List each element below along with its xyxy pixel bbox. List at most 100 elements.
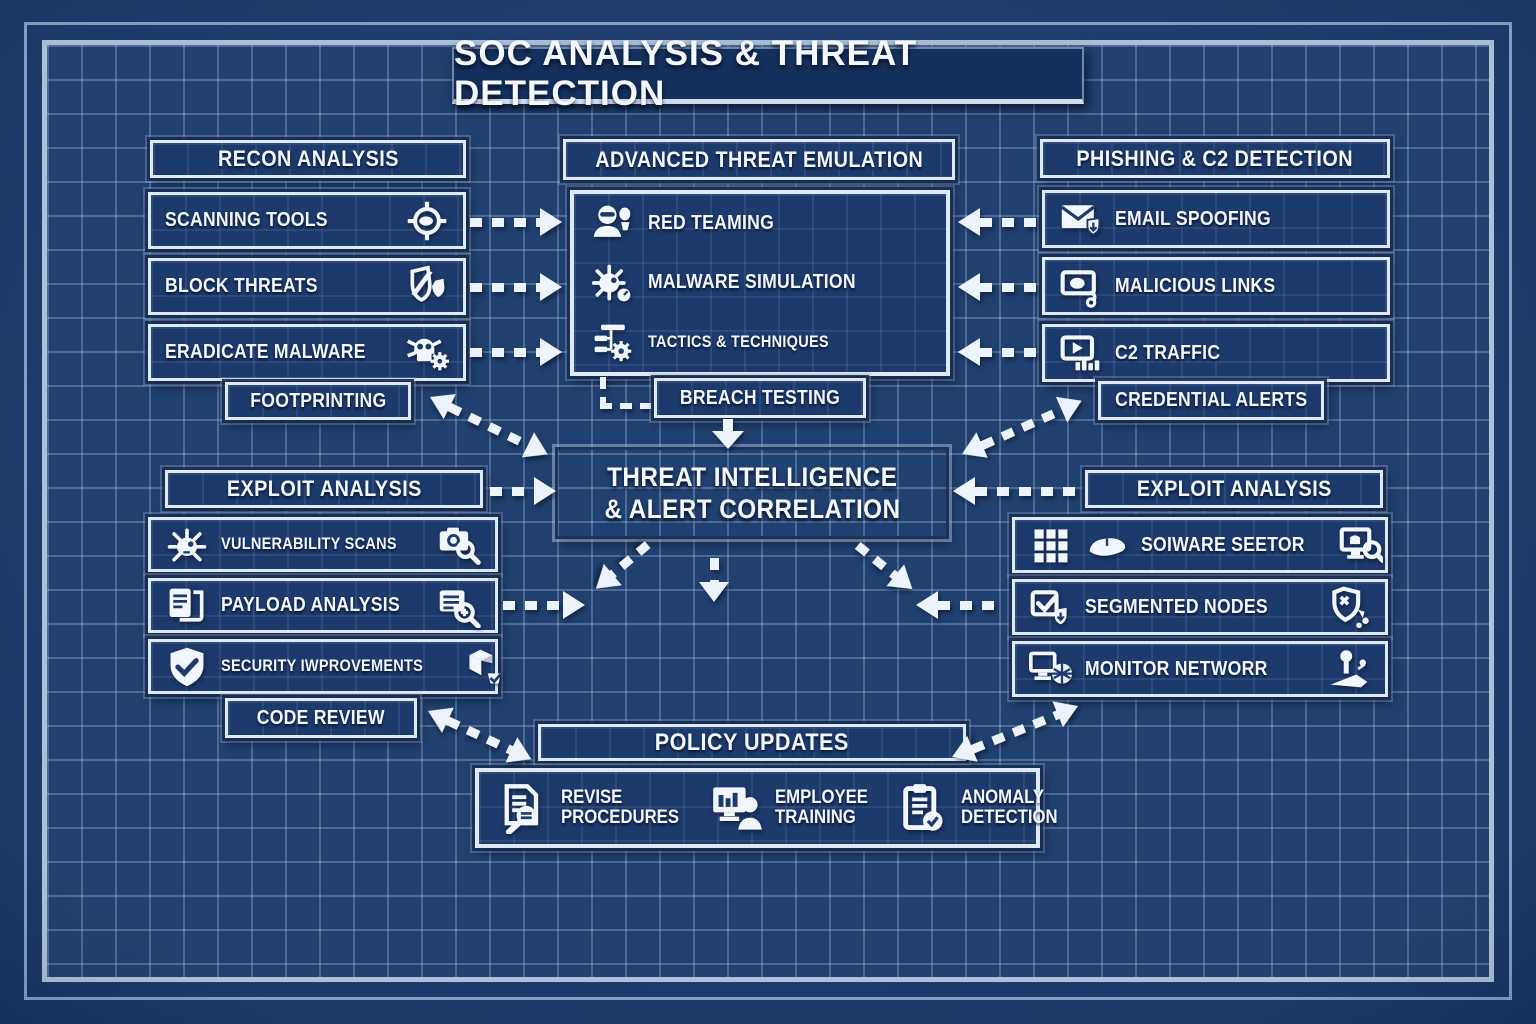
node-label: RED TEAMING <box>648 212 775 235</box>
clipboard-gauge-icon <box>897 782 949 834</box>
doc-search-icon <box>497 782 549 834</box>
hooded-person-icon <box>590 202 634 246</box>
intel-line2: & ALERT CORRELATION <box>603 494 901 524</box>
exploit-right-rows: SOIWARE SEETOR SEGMENTED NODES MONITOR NET… <box>1012 517 1388 697</box>
arrow-segmented-to-center <box>916 591 1000 619</box>
node-block-threats: BLOCK THREATS <box>148 258 466 315</box>
node-vulnerability-scans: VULNERABILITY SCANS <box>148 517 498 572</box>
exploit-right-header: EXPLOIT ANALYSIS <box>1085 470 1383 508</box>
arrow-eradicate-to-emulation <box>470 338 562 366</box>
node-label: MALWARE SIMULATION <box>648 271 856 294</box>
intel-line1: THREAT INTELLIGENCE <box>606 461 898 492</box>
recon-header-label: RECON ANALYSIS <box>217 146 399 171</box>
envelope-shield-icon <box>1059 197 1103 241</box>
image-link-icon <box>1059 264 1103 308</box>
monitor-search-icon <box>1339 523 1384 567</box>
node-malware-simulation: MALWARE SIMULATION <box>574 253 946 312</box>
arrow-spoofing-to-emulation <box>958 208 1042 236</box>
node-scanning-tools: SCANNING TOOLS <box>148 192 466 249</box>
node-malicious-links: MALICIOUS LINKS <box>1042 257 1390 315</box>
arrow-links-to-emulation <box>958 273 1042 301</box>
node-code-review: CODE REVIEW <box>225 698 417 738</box>
node-payload-analysis: PAYLOAD ANALYSIS <box>148 578 498 633</box>
node-security-iwprovements: SECURITY IWPROVEMENTS <box>148 639 502 694</box>
node-email-spoofing: EMAIL SPOOFING <box>1042 190 1390 248</box>
monitor-person-icon <box>711 782 763 834</box>
emulation-box: RED TEAMING MALWARE SIMULATION TACTICS & T… <box>570 190 950 376</box>
documents-icon <box>165 584 209 628</box>
node-footprinting: FOOTPRINTING <box>225 382 411 420</box>
skull-gear-icon <box>405 331 450 375</box>
exploit-left-header: EXPLOIT ANALYSIS <box>165 470 483 508</box>
node-label: PAYLOAD ANALYSIS <box>221 594 400 616</box>
node-label: SEGMENTED NODES <box>1085 595 1268 618</box>
emulation-header-label: ADVANCED THREAT EMULATION <box>594 146 924 172</box>
node-label: TACTICS & TECHNIQUES <box>648 332 829 351</box>
monitor-globe-icon <box>1029 647 1073 691</box>
node-segmented-nodes: SEGMENTED NODES <box>1012 579 1388 635</box>
exploit-right-header-label: EXPLOIT ANALYSIS <box>1136 476 1332 501</box>
node-label: EMAIL SPOOFING <box>1115 207 1271 230</box>
node-label: SECURITY IWPROVEMENTS <box>221 657 424 675</box>
policy-header: POLICY UPDATES <box>538 724 966 761</box>
recon-rows: SCANNING TOOLS BLOCK THREATS ERADICATE MAL… <box>148 192 466 381</box>
flowchart-gear-icon <box>590 320 634 364</box>
camera-magnifier-icon <box>437 523 481 567</box>
node-label: CREDENTIAL ALERTS <box>1114 389 1308 411</box>
arrow-intel-down <box>699 558 729 602</box>
checkbox-shield-icon <box>1029 585 1073 629</box>
node-label: CODE REVIEW <box>256 706 386 729</box>
node-label: MALICIOUS LINKS <box>1115 274 1276 297</box>
node-label: BREACH TESTING <box>679 386 841 409</box>
node-tactics-techniques: TACTICS & TECHNIQUES <box>574 313 946 372</box>
package-check-icon <box>463 645 507 689</box>
shield-slash-icon <box>405 264 449 309</box>
emulation-header: ADVANCED THREAT EMULATION <box>563 139 955 180</box>
phishing-header-label: PHISHING & C2 DETECTION <box>1076 145 1354 171</box>
node-c2-traffic: C2 TRAFFIC <box>1042 324 1390 382</box>
malware-bug-icon <box>590 261 634 305</box>
node-eradicate-malware: ERADICATE MALWARE <box>148 324 466 381</box>
phishing-rows: EMAIL SPOOFING MALICIOUS LINKS C2 TRAFFIC <box>1042 190 1390 382</box>
phishing-header: PHISHING & C2 DETECTION <box>1040 139 1390 178</box>
node-label: MONITOR NETWORR <box>1085 657 1268 680</box>
arrow-scanning-to-emulation <box>470 208 562 236</box>
node-credential-alerts: CREDENTIAL ALERTS <box>1098 381 1324 420</box>
node-label: SOIWARE SEETOR <box>1141 533 1305 556</box>
joystick-icon <box>1327 647 1371 691</box>
node-breach-testing: BREACH TESTING <box>654 378 866 418</box>
node-red-teaming: RED TEAMING <box>574 194 946 253</box>
doc-magnifier-icon <box>437 584 481 628</box>
exploit-left-rows: VULNERABILITY SCANS PAYLOAD ANALYSIS SECUR… <box>148 517 502 694</box>
exploit-left-header-label: EXPLOIT ANALYSIS <box>226 476 422 501</box>
arrow-exploitright-to-intel <box>953 477 1075 505</box>
node-label: SCANNING TOOLS <box>165 209 328 231</box>
shield-check-icon <box>165 645 209 689</box>
grid-keypad-icon <box>1029 523 1073 567</box>
arrow-breach-to-intel <box>710 419 746 454</box>
node-label: FOOTPRINTING <box>249 389 387 412</box>
page-title: SOC ANALYSIS & THREAT DETECTION <box>452 34 1084 113</box>
connector-bracket <box>600 377 652 409</box>
mouse-icon <box>1085 523 1129 567</box>
spiky-bug-icon <box>165 523 209 567</box>
node-label: C2 TRAFFIC <box>1115 341 1221 364</box>
node-label: BLOCK THREATS <box>165 275 318 297</box>
recon-header: RECON ANALYSIS <box>150 140 466 178</box>
node-soiware-seetor: SOIWARE SEETOR <box>1012 517 1388 573</box>
node-label: VULNERABILITY SCANS <box>221 535 397 553</box>
policy-header-label: POLICY UPDATES <box>655 728 849 756</box>
media-volume-icon <box>1059 331 1103 375</box>
arrow-block-to-emulation <box>470 273 562 301</box>
node-monitor-networr: MONITOR NETWORR <box>1012 641 1388 697</box>
arrow-payload-to-center <box>503 591 585 619</box>
node-threat-intelligence: THREAT INTELLIGENCE & ALERT CORRELATION <box>558 450 946 536</box>
